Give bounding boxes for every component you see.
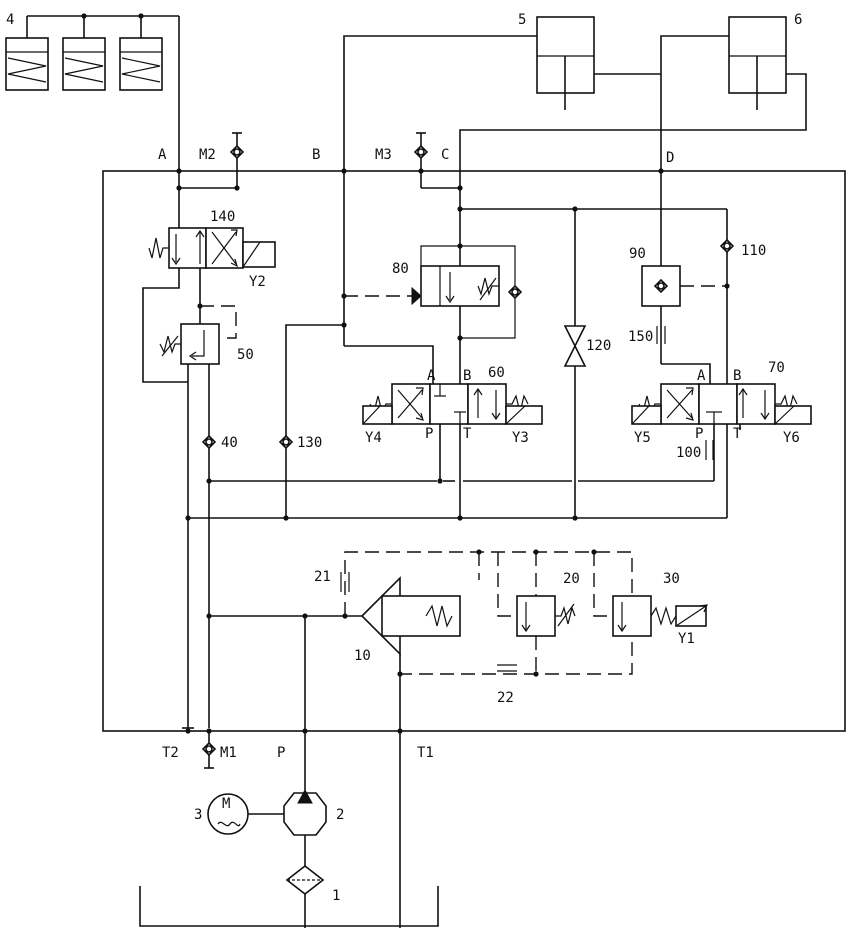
reservoir-tank: [139, 886, 439, 927]
motor-3: [207, 793, 285, 835]
valve-70-port-p: P: [695, 426, 703, 442]
label-110: 110: [741, 243, 766, 259]
port-p-label: P: [277, 745, 285, 761]
port-c-label: C: [441, 147, 449, 163]
pump-2: [283, 788, 327, 836]
label-y3: Y3: [512, 430, 529, 446]
label-5: 5: [518, 12, 526, 28]
port-b-label: B: [312, 147, 320, 163]
label-2: 2: [336, 807, 344, 823]
cylinder-6: [728, 16, 787, 110]
gauge-point-m2: [229, 132, 245, 188]
label-90: 90: [629, 246, 646, 262]
valve-70: [631, 383, 812, 425]
check-valve-130: [278, 434, 294, 450]
valve-80: [411, 245, 523, 339]
label-80: 80: [392, 261, 409, 277]
label-y5: Y5: [634, 430, 651, 446]
port-t1-label: T1: [417, 745, 434, 761]
label-1: 1: [332, 888, 340, 904]
manifold-block-outline: [102, 170, 846, 732]
label-22: 22: [497, 690, 514, 706]
valve-70-port-b: B: [733, 368, 741, 384]
label-y6: Y6: [783, 430, 800, 446]
valve-30: [612, 595, 708, 637]
valve-60-port-p: P: [425, 426, 433, 442]
label-10: 10: [354, 648, 371, 664]
label-y1: Y1: [678, 631, 695, 647]
label-30: 30: [663, 571, 680, 587]
label-140: 140: [210, 209, 235, 225]
valve-70-port-a: A: [697, 368, 706, 384]
label-3: 3: [194, 807, 202, 823]
label-100: 100: [676, 445, 701, 461]
label-y4: Y4: [365, 430, 382, 446]
valve-60: [362, 383, 543, 425]
valve-50: [159, 323, 220, 365]
clamp-cylinders-4: [5, 13, 180, 171]
valve-10: [360, 576, 461, 656]
motor-symbol-label: M: [222, 796, 230, 812]
label-40: 40: [221, 435, 238, 451]
filter-1: [285, 864, 325, 896]
valve-140: [148, 227, 276, 269]
valve-120: [563, 209, 587, 518]
valve-60-port-t: T: [463, 426, 472, 442]
cylinder-5: [536, 16, 595, 110]
port-d-label: D: [666, 150, 674, 166]
valve-70-port-t: T: [733, 426, 742, 442]
label-130: 130: [297, 435, 322, 451]
label-70: 70: [768, 360, 785, 376]
label-y2: Y2: [249, 274, 266, 290]
gauge-m1-label: M1: [220, 745, 237, 761]
label-4: 4: [6, 12, 14, 28]
gauge-point-m1: [201, 731, 217, 769]
label-120: 120: [586, 338, 611, 354]
label-60: 60: [488, 365, 505, 381]
label-150: 150: [628, 329, 653, 345]
valve-20: [516, 595, 576, 637]
label-20: 20: [563, 571, 580, 587]
port-a-label: A: [158, 147, 167, 163]
valve-60-port-a: A: [427, 368, 436, 384]
label-50: 50: [237, 347, 254, 363]
gauge-m3-label: M3: [375, 147, 392, 163]
check-valve-110: [719, 238, 735, 254]
valve-60-port-b: B: [463, 368, 471, 384]
port-t2-label: T2: [162, 745, 179, 761]
check-valve-40: [201, 434, 217, 450]
valve-90: [641, 265, 681, 307]
gauge-m2-label: M2: [199, 147, 216, 163]
label-21: 21: [314, 569, 331, 585]
gauge-point-m3: [413, 132, 429, 188]
label-6: 6: [794, 12, 802, 28]
